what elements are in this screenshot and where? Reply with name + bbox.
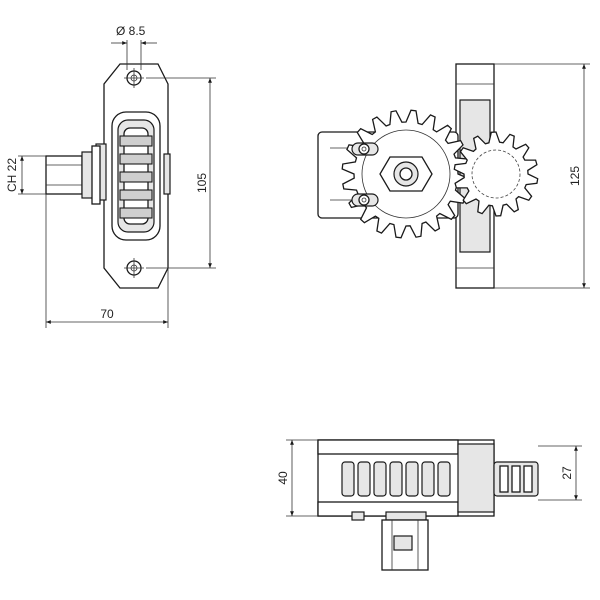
rack-tooth [357,461,371,497]
gear-tooth [511,465,521,493]
slot-bolt-top [351,142,379,156]
rack-tooth [341,461,355,497]
center-hex-nut [379,156,433,192]
dim-bottom-gear-height: 27 [560,466,574,480]
rack-tooth [373,461,387,497]
hex-shaft [45,155,83,195]
gear-tooth [499,465,509,493]
dim-side-height: 125 [568,166,582,186]
bottom-view: 40 27 [276,439,582,571]
dim-hex-size: CH 22 [5,158,19,192]
side-view: 125 [317,63,590,289]
gear-rack [341,461,451,497]
rack-tooth [389,461,403,497]
dim-front-width: 70 [100,307,114,321]
gear-teeth-band [119,135,153,219]
rack-tooth [437,461,451,497]
slot-bolt-bottom [351,193,379,207]
dim-bottom-height: 40 [276,471,290,485]
dim-hole-diameter: Ø 8.5 [116,24,146,38]
gear-tooth [523,465,533,493]
rack-tooth [405,461,419,497]
rack-tooth [421,461,435,497]
idler-gear [453,131,539,217]
dim-front-height: 105 [195,173,209,193]
front-view: Ø 8.5 105 CH 22 70 [5,24,216,328]
